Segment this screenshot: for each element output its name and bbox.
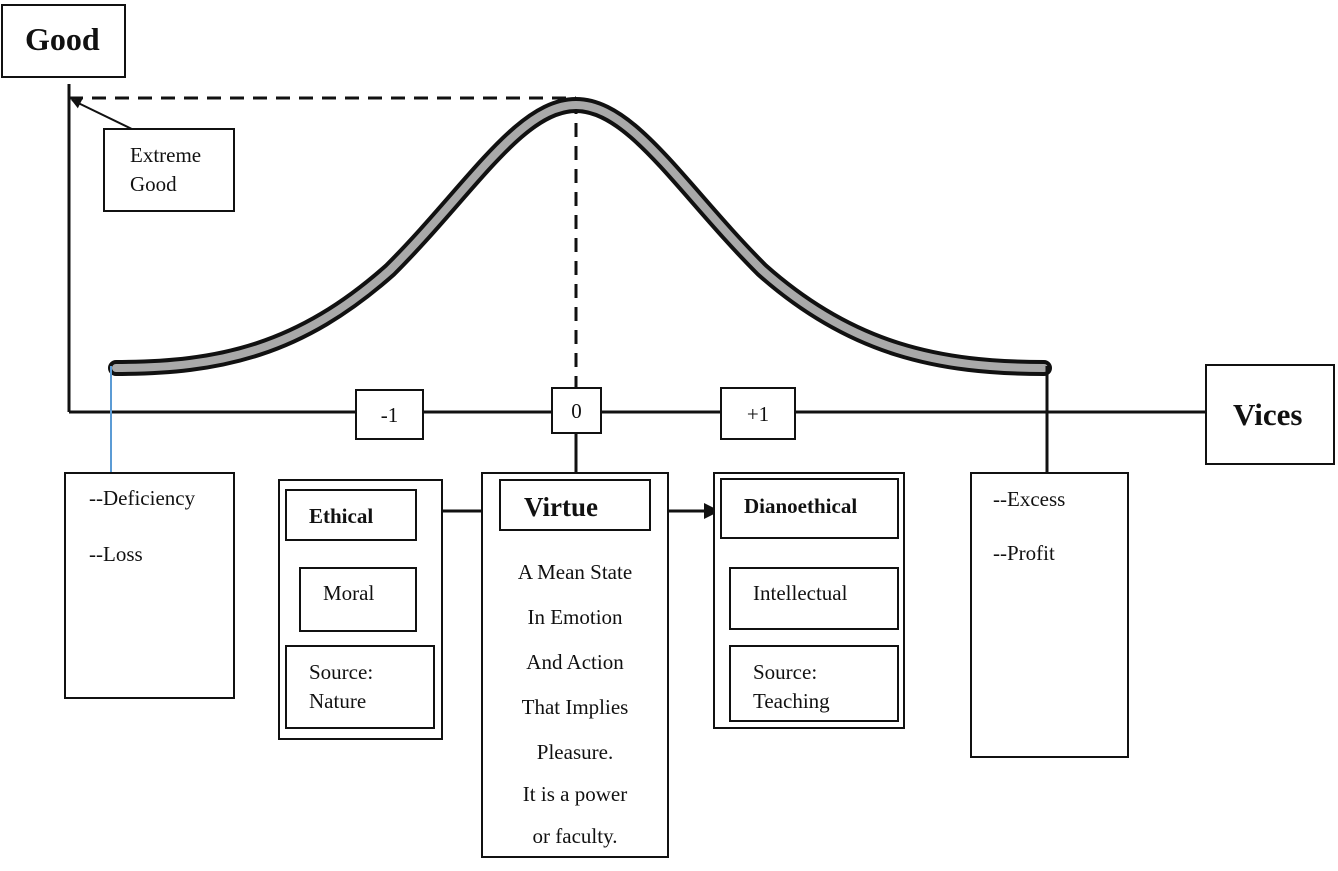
moral-text: Moral <box>323 581 375 605</box>
vices-label: Vices <box>1233 397 1303 432</box>
nature-source-line-1: Source: <box>309 660 374 684</box>
dianoethical-title: Dianoethical <box>744 494 858 518</box>
excess-box: --Excess --Profit <box>970 472 1129 758</box>
teaching-source-box: Source: Teaching <box>729 645 899 722</box>
intellectual-box: Intellectual <box>729 567 899 630</box>
virtue-line-1: A Mean State <box>517 560 633 584</box>
virtue-line-2: In Emotion <box>527 605 623 629</box>
virtue-title-box: Virtue <box>499 479 651 531</box>
tick-zero: 0 <box>551 387 602 434</box>
extreme-good-line-1: Extreme <box>130 143 202 167</box>
virtue-line-4: That Implies <box>521 695 629 719</box>
good-label-box: Good <box>1 4 126 78</box>
deficiency-box: --Deficiency --Loss <box>64 472 235 699</box>
virtue-line-3: And Action <box>526 650 624 674</box>
extreme-good-box: Extreme Good <box>103 128 235 212</box>
teaching-source-line-1: Source: <box>753 660 818 684</box>
teaching-source-line-2: Teaching <box>753 689 830 713</box>
moral-box: Moral <box>299 567 417 632</box>
nature-source-line-2: Nature <box>309 689 367 713</box>
ethical-title: Ethical <box>309 504 374 528</box>
virtue-group: A Mean State In Emotion And Action That … <box>481 472 669 858</box>
extreme-good-pointer <box>71 99 139 133</box>
profit-text: --Profit <box>993 541 1055 565</box>
vices-label-box: Vices <box>1205 364 1335 465</box>
extreme-good-line-2: Good <box>130 172 177 196</box>
deficiency-text: --Deficiency <box>89 486 196 510</box>
ethical-title-box: Ethical <box>285 489 417 541</box>
tick-zero-label: 0 <box>571 399 582 423</box>
virtue-title: Virtue <box>524 492 598 522</box>
tick-minus-one: -1 <box>355 389 424 440</box>
good-label: Good <box>25 21 100 57</box>
virtue-line-6: It is a power <box>522 782 628 806</box>
dianoethical-title-box: Dianoethical <box>720 478 899 539</box>
tick-minus-one-label: -1 <box>380 403 399 427</box>
virtue-line-5: Pleasure. <box>536 740 614 764</box>
loss-text: --Loss <box>89 542 143 566</box>
virtue-line-7: or faculty. <box>532 824 618 848</box>
nature-source-box: Source: Nature <box>285 645 435 729</box>
excess-text: --Excess <box>993 487 1066 511</box>
bell-curve-outline <box>108 96 1052 376</box>
tick-plus-one-label: +1 <box>746 402 770 426</box>
tick-plus-one: +1 <box>720 387 796 440</box>
intellectual-text: Intellectual <box>753 581 848 605</box>
bell-curve <box>112 100 1048 372</box>
